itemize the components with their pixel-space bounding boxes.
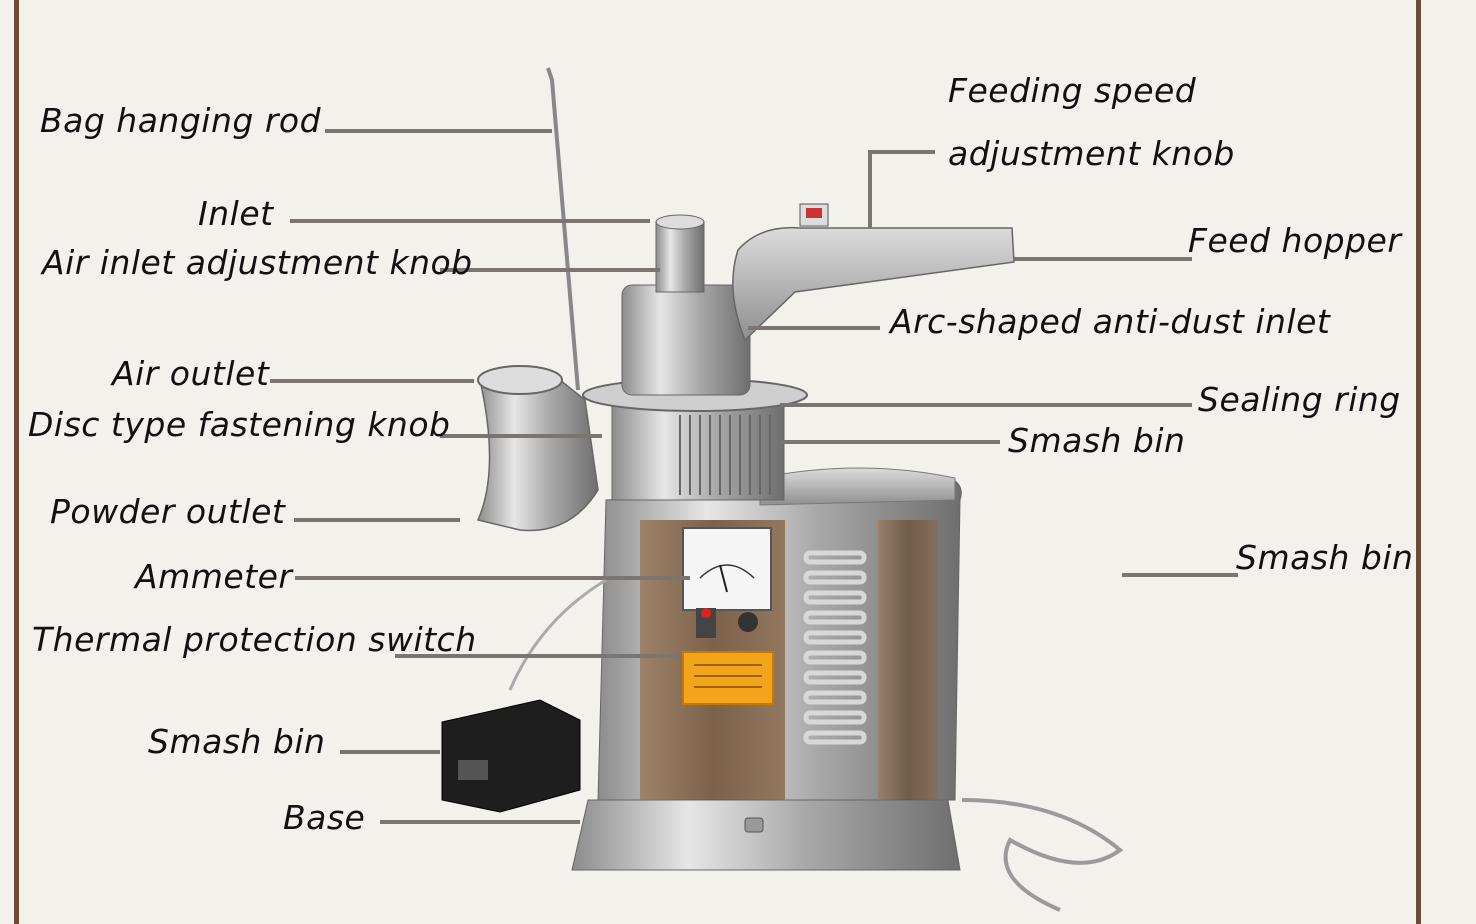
- label-base: Base: [283, 798, 366, 837]
- body-top-cover: [759, 467, 956, 506]
- powder-outlet-pipe: [476, 365, 599, 532]
- label-air-outlet: Air outlet: [112, 354, 270, 393]
- leader-lines: [270, 129, 1238, 824]
- label-disc-type-fastening-knob: Disc type fastening knob: [28, 405, 451, 444]
- label-powder-outlet: Powder outlet: [50, 492, 286, 531]
- thermal-switch-box: [441, 578, 607, 813]
- feed-hopper-chute: [732, 203, 1015, 342]
- label-bag-hanging-rod: Bag hanging rod: [40, 101, 322, 140]
- label-arc-shaped-anti-dust-inlet: Arc-shaped anti-dust inlet: [890, 302, 1331, 341]
- label-smash-bin-right: Smash bin: [1236, 538, 1414, 577]
- right-frame-border: [1416, 0, 1421, 924]
- left-frame-border: [14, 0, 19, 924]
- body-vents: [803, 550, 867, 745]
- smash-bin: [611, 399, 785, 501]
- label-feed-hopper: Feed hopper: [1188, 221, 1402, 260]
- label-sealing-ring: Sealing ring: [1198, 380, 1401, 419]
- label-smash-bin-left: Smash bin: [148, 722, 326, 761]
- label-ammeter: Ammeter: [135, 557, 293, 596]
- power-cord: [961, 798, 1124, 912]
- label-smash-bin-mid: Smash bin: [1008, 421, 1186, 460]
- label-air-inlet-adjustment-knob: Air inlet adjustment knob: [42, 243, 473, 282]
- control-panel: [682, 527, 774, 705]
- upper-chamber: [621, 284, 751, 396]
- label-feeding-speed: Feeding speed: [948, 71, 1197, 110]
- bag-hanging-rod: [546, 67, 580, 391]
- label-inlet: Inlet: [198, 194, 274, 233]
- label-adjustment-knob: adjustment knob: [948, 134, 1235, 173]
- machine-base: [571, 799, 961, 871]
- label-thermal-protection-switch: Thermal protection switch: [32, 620, 477, 659]
- machine-body: [597, 477, 962, 801]
- inlet-tube: [655, 214, 705, 293]
